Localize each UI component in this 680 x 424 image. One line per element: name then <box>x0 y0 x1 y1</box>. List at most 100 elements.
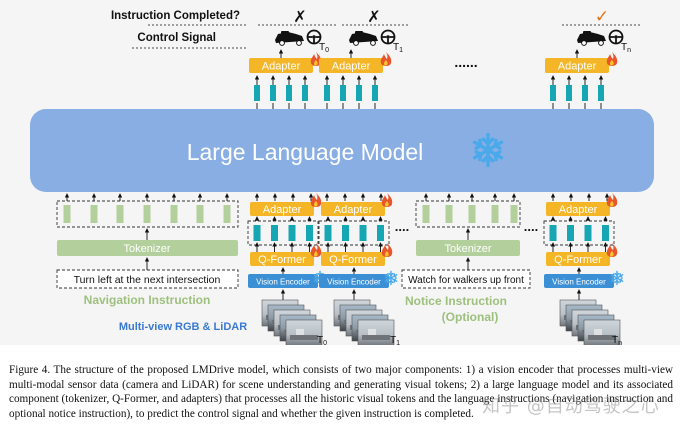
visual-token <box>342 225 349 241</box>
output-token <box>372 85 378 101</box>
output-token <box>550 85 556 101</box>
output-token <box>356 85 362 101</box>
visual-token <box>602 225 609 241</box>
visual-token <box>271 225 278 241</box>
llm-label: Large Language Model <box>187 139 424 165</box>
vision-encoder-t1: Vision Encoder <box>319 270 398 288</box>
svg-text:Vision Encoder: Vision Encoder <box>256 278 310 287</box>
vision-encoder-t0: Vision Encoder <box>248 270 327 288</box>
sensor-input-label: Multi-view RGB & LiDAR <box>119 321 247 333</box>
visual-token <box>253 225 261 241</box>
visual-token <box>288 225 296 241</box>
vision-encoder-tn: Vision Encoder <box>544 270 624 288</box>
text-token <box>510 205 518 223</box>
not-completed-mark-t0: ✗ <box>293 9 306 26</box>
svg-text:Vision Encoder: Vision Encoder <box>552 278 606 287</box>
svg-text:Vision Encoder: Vision Encoder <box>327 278 381 287</box>
output-token <box>566 85 572 101</box>
qformer-tn: Q-Former <box>546 243 618 266</box>
visual-token-group-t1 <box>318 220 390 246</box>
svg-text:Q-Former: Q-Former <box>258 254 306 266</box>
svg-text:Watch for walkers up front: Watch for walkers up front <box>408 275 524 286</box>
output-token <box>340 85 346 101</box>
text-token <box>90 205 98 223</box>
svg-text:Q-Former: Q-Former <box>554 254 602 266</box>
svg-text:Adapter: Adapter <box>559 204 598 216</box>
text-token <box>63 205 71 223</box>
notice-tokenizer: Tokenizer <box>416 240 520 256</box>
visual-token-group-t0 <box>247 220 319 246</box>
adapter-visual-t0: Adapter <box>250 193 322 216</box>
visual-ellipsis-1: .... <box>395 219 409 234</box>
notice-token-group <box>415 200 521 228</box>
text-token <box>491 205 499 223</box>
svg-text:Tokenizer: Tokenizer <box>123 243 170 255</box>
large-language-model-block: Large Language Model <box>30 109 654 192</box>
lmdrive-architecture-diagram: Instruction Completed? Control Signal ✗ … <box>30 7 654 345</box>
qformer-t1: Q-Former <box>321 243 393 266</box>
visual-token <box>324 225 332 241</box>
svg-text:Adapter: Adapter <box>262 61 301 73</box>
text-token <box>468 205 476 223</box>
llm-input-arrows <box>64 193 610 201</box>
visual-token <box>377 225 384 241</box>
time-label-tn-bottom: Tn <box>612 335 622 345</box>
visual-token <box>567 225 574 241</box>
output-token <box>270 85 276 101</box>
qformer-t0: Q-Former <box>250 243 322 266</box>
visual-token <box>306 225 313 241</box>
text-token <box>143 205 151 223</box>
output-token <box>254 85 260 101</box>
navigation-instruction-label: Navigation Instruction <box>84 293 211 307</box>
output-token <box>582 85 588 101</box>
time-label-t1-bottom: T1 <box>390 335 400 345</box>
svg-text:Tokenizer: Tokenizer <box>444 243 491 255</box>
figure-caption: Figure 4. The structure of the proposed … <box>9 364 673 420</box>
time-label-t0-bottom: T0 <box>317 335 327 345</box>
svg-text:Adapter: Adapter <box>334 204 373 216</box>
completed-mark-tn: ✓ <box>595 7 609 26</box>
visual-token-group-tn <box>543 220 615 246</box>
svg-text:Adapter: Adapter <box>558 61 597 73</box>
time-label-t1-top: T1 <box>393 42 403 54</box>
svg-text:Adapter: Adapter <box>263 204 302 216</box>
visual-token <box>549 225 557 241</box>
sensor-image-stack-tn <box>559 299 621 345</box>
output-token <box>324 85 330 101</box>
text-token <box>116 205 124 223</box>
text-token <box>170 205 178 223</box>
watermark: 知乎 @自动驾驶之心 <box>482 396 660 417</box>
adapter-visual-t1: Adapter <box>321 193 393 216</box>
adapter-visual-tn: Adapter <box>546 193 618 216</box>
text-token <box>445 205 453 223</box>
navigation-tokenizer: Tokenizer <box>57 240 238 256</box>
time-label-tn-top: Tn <box>621 42 631 54</box>
notice-optional-label: (Optional) <box>442 310 499 324</box>
text-token <box>196 205 204 223</box>
navigation-token-group <box>56 200 239 228</box>
top-adapter-t1: Adapter <box>319 52 392 73</box>
notice-instruction-label: Notice Instruction <box>405 294 507 308</box>
top-adapter-t0: Adapter <box>249 52 322 73</box>
navigation-instruction-box: Turn left at the next intersection <box>56 269 239 289</box>
text-token <box>422 205 430 223</box>
time-label-t0-top: T0 <box>319 42 329 54</box>
sensor-image-stack-t0 <box>261 299 323 345</box>
visual-token <box>584 225 592 241</box>
visual-ellipsis-2: .... <box>524 219 538 234</box>
not-completed-mark-t1: ✗ <box>367 9 380 26</box>
notice-instruction-box: Watch for walkers up front <box>401 269 531 289</box>
visual-token <box>359 225 367 241</box>
top-ellipsis: ...... <box>454 54 477 70</box>
top-adapter-tn: Adapter <box>545 52 618 73</box>
output-token <box>302 85 308 101</box>
control-signal-label: Control Signal <box>137 32 216 44</box>
output-token <box>598 85 604 101</box>
sensor-image-stack-t1 <box>333 299 395 345</box>
text-token <box>223 205 231 223</box>
output-token <box>286 85 292 101</box>
instruction-completed-label: Instruction Completed? <box>111 10 240 22</box>
svg-text:Q-Former: Q-Former <box>329 254 377 266</box>
top-output-tokens <box>254 75 604 109</box>
svg-text:Turn left at the next intersec: Turn left at the next intersection <box>74 274 221 286</box>
